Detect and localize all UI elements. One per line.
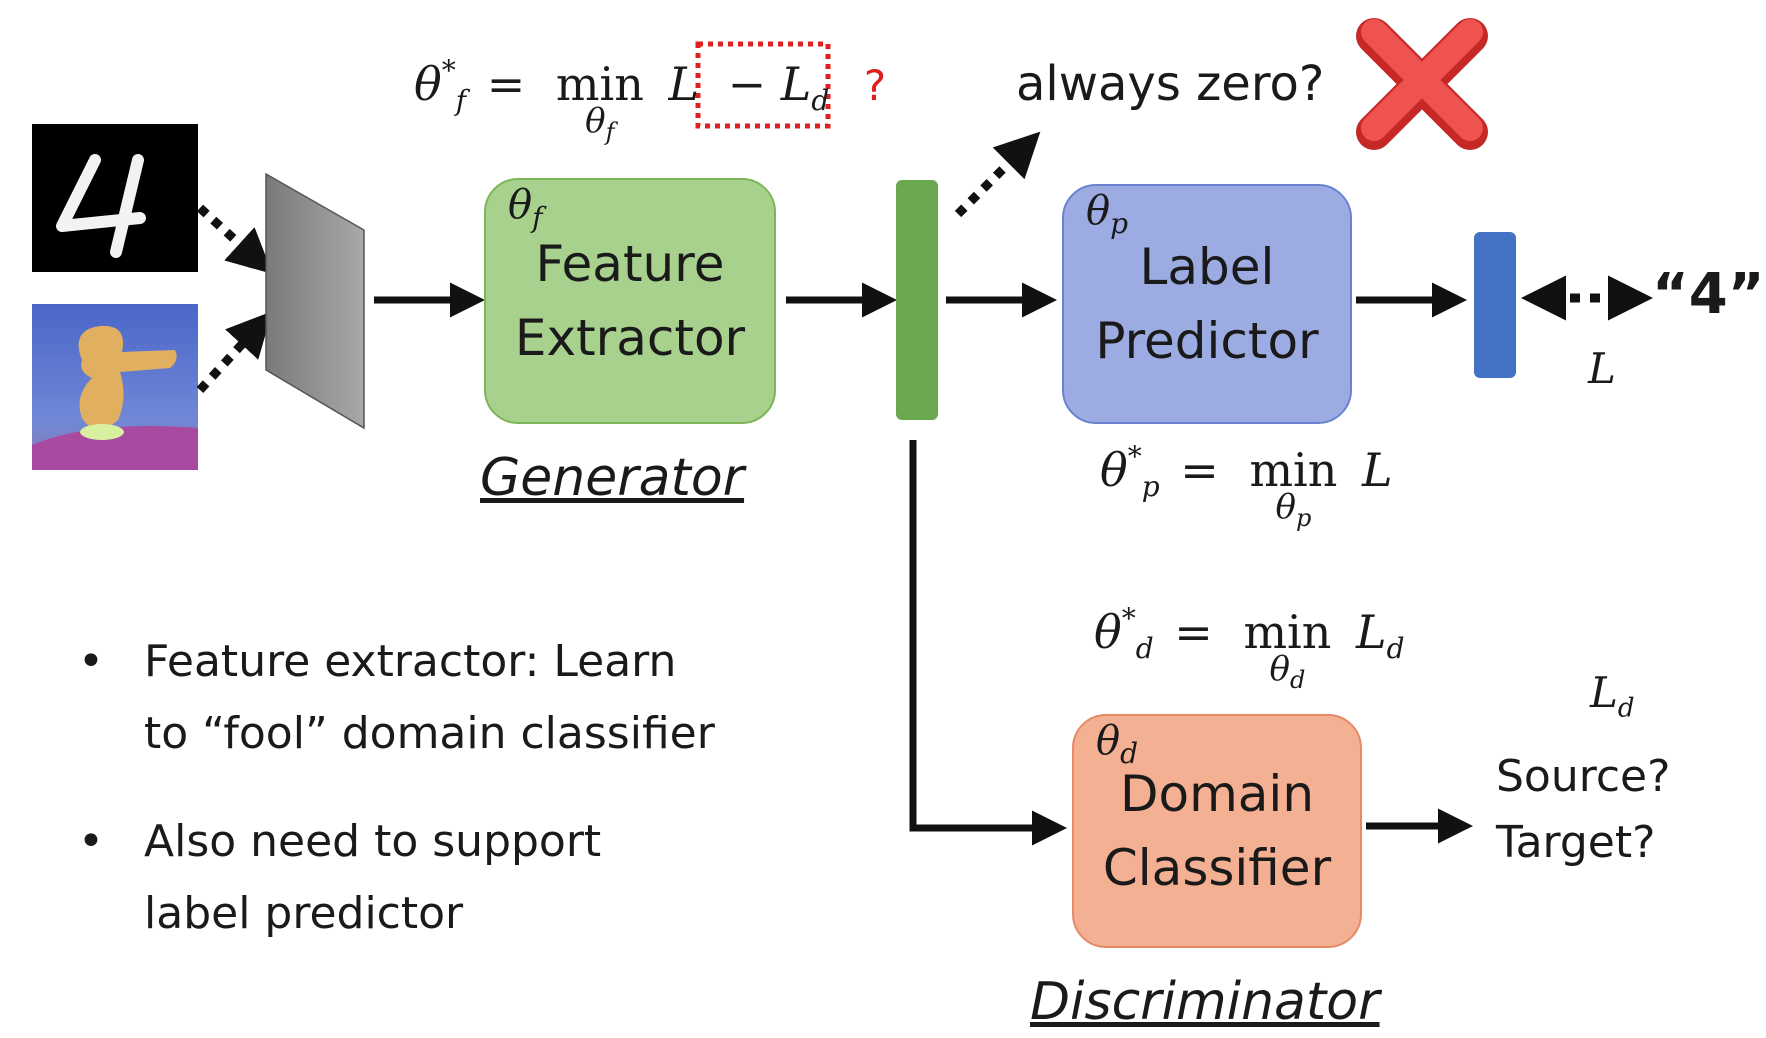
bullet-text-line: to “fool” domain classifier <box>144 708 715 759</box>
minus-ld-highlight <box>695 41 831 129</box>
input-plane <box>265 172 365 430</box>
generator-caption: Generator <box>480 448 745 508</box>
feature-extractor-param: θf <box>508 182 543 234</box>
domain-classifier-label-2: Classifier <box>1102 839 1332 897</box>
always-zero-label: always zero? <box>1016 56 1325 112</box>
feature-vector-bar <box>896 180 938 420</box>
label-predictor-label-1: Label <box>1139 238 1275 296</box>
domain-classifier-box: θd Domain Classifier <box>1072 714 1362 948</box>
always-zero-arrow <box>954 131 1041 218</box>
question-mark: ? <box>863 61 887 110</box>
output-label: “4” <box>1652 262 1765 327</box>
discriminator-caption: Discriminator <box>1030 972 1380 1032</box>
label-predictor-param: θp <box>1086 188 1129 240</box>
bullet-dot-icon: • <box>78 816 104 867</box>
feature-extractor-label-1: Feature <box>535 235 725 293</box>
target-to-plane-arrow <box>196 311 273 394</box>
cross-icon <box>1356 18 1488 150</box>
target-image <box>32 304 198 470</box>
domain-loss: Ld <box>1590 668 1635 724</box>
bullet-text-line: Feature extractor: Learn <box>144 636 677 687</box>
bullet-item: • Feature extractor: Learn to “fool” dom… <box>78 626 838 776</box>
target-label: Target? <box>1496 817 1656 868</box>
label-predictor-label-2: Predictor <box>1095 312 1319 370</box>
feature-extractor-box: θf Feature Extractor <box>484 178 776 424</box>
label-loss: L <box>1588 344 1616 393</box>
domain-classifier-param: θd <box>1096 718 1139 770</box>
source-to-plane-arrow <box>196 204 273 275</box>
source-image <box>32 124 198 272</box>
feature-to-classifier-line <box>909 440 1067 846</box>
feature-extractor-label-2: Extractor <box>514 309 746 367</box>
domain-classifier-label-1: Domain <box>1119 765 1315 823</box>
label-predictor-box: θp Label Predictor <box>1062 184 1352 424</box>
bullet-item: • Also need to support label predictor <box>78 806 838 956</box>
bullet-text-line: Also need to support <box>144 816 602 867</box>
source-label: Source? <box>1496 751 1671 802</box>
output-vector-bar <box>1474 232 1516 378</box>
bullet-text-line: label predictor <box>144 888 464 939</box>
bullet-dot-icon: • <box>78 636 104 687</box>
